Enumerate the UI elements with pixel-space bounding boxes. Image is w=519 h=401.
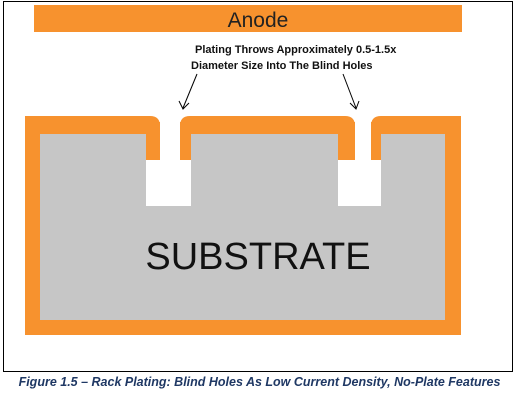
annotation-line-2: Diameter Size Into The Blind Holes [191,60,373,72]
blind-hole-right [338,160,381,206]
plating-lip-right-b [371,122,381,160]
annotation-line-1: Plating Throws Approximately 0.5-1.5x [195,44,397,56]
plating-lip-left-a [146,122,160,160]
substrate-label: SUBSTRATE [145,236,370,278]
blind-hole-left [146,160,191,206]
substrate-body [40,134,445,320]
anode-label: Anode [228,9,289,32]
plating-lip-right-a [338,122,355,160]
figure-caption: Figure 1.5 – Rack Plating: Blind Holes A… [18,375,501,389]
anode-bar [34,5,462,32]
plating-lip-left-b [180,122,191,160]
right-arrow [342,73,360,110]
left-arrow [178,73,198,110]
